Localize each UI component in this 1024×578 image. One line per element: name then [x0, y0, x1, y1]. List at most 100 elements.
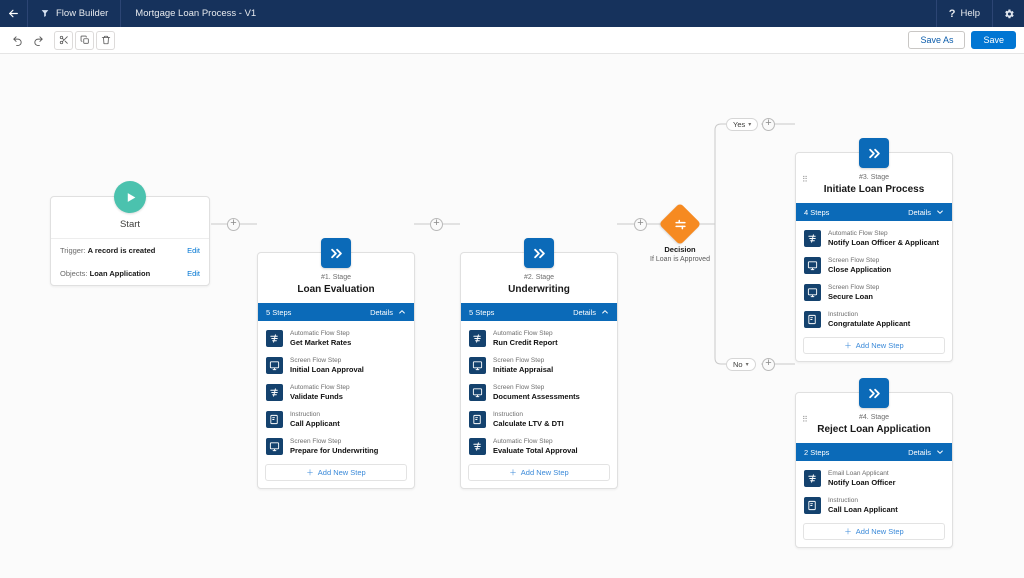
decision-icon[interactable]	[658, 202, 702, 246]
add-new-step-button[interactable]: ＋ Add New Step	[265, 464, 407, 481]
instruction-icon	[266, 411, 283, 428]
stage-3-header: #3. Stage Initiate Loan Process	[796, 153, 952, 203]
double-chevron-right-icon	[524, 238, 554, 268]
screen-flow-icon	[266, 438, 283, 455]
start-node[interactable]: Start Trigger: A record is created Edit …	[50, 181, 210, 286]
help-button[interactable]: ? Help	[935, 0, 992, 27]
automatic-flow-icon	[266, 384, 283, 401]
cut-icon	[59, 35, 68, 45]
help-label: Help	[960, 8, 980, 19]
settings-button[interactable]	[992, 0, 1024, 27]
chevron-down-icon	[937, 450, 943, 454]
step-type: Screen Flow Step	[493, 384, 545, 391]
stage-1-steps-count: 5 Steps	[266, 307, 292, 317]
copy-button[interactable]	[75, 30, 94, 50]
stage-2-steps-count: 5 Steps	[469, 307, 495, 317]
stage-card-2[interactable]: #2. Stage Underwriting 5 Steps Details A…	[460, 238, 618, 489]
add-new-step-button[interactable]: ＋ Add New Step	[803, 523, 945, 540]
start-row-trigger: Trigger: A record is created Edit	[51, 239, 209, 262]
step-name: Initiate Appraisal	[493, 365, 554, 374]
step-name: Validate Funds	[290, 392, 343, 401]
branch-label-no[interactable]: No ▾	[726, 357, 756, 371]
step-type: Instruction	[828, 497, 858, 504]
stage-3-steps-count: 4 Steps	[804, 207, 830, 217]
branch-label-yes-text: Yes	[733, 119, 746, 129]
question-mark-icon: ?	[948, 7, 956, 20]
global-header: Flow Builder Mortgage Loan Process - V1 …	[0, 0, 1024, 27]
stage-1-details-bar[interactable]: 5 Steps Details	[258, 303, 414, 321]
stage-card-3[interactable]: ⠿ #3. Stage Initiate Loan Process 4 Step…	[795, 138, 953, 362]
add-element-connector-2[interactable]: +	[430, 218, 443, 231]
save-as-button[interactable]: Save As	[908, 31, 966, 49]
drag-handle-icon[interactable]: ⠿	[802, 175, 808, 184]
stage-card-4[interactable]: ⠿ #4. Stage Reject Loan Application 2 St…	[795, 378, 953, 548]
instruction-icon	[804, 311, 821, 328]
toolbar-history-group	[8, 31, 48, 50]
stage-4-details-bar[interactable]: 2 Steps Details	[796, 443, 952, 461]
start-objects-edit-link[interactable]: Edit	[187, 269, 200, 278]
delete-button[interactable]	[96, 30, 115, 50]
back-button[interactable]	[0, 0, 28, 27]
add-element-connector-3[interactable]: +	[634, 218, 647, 231]
branch-label-yes[interactable]: Yes ▾	[726, 117, 759, 131]
stage-card-1[interactable]: #1. Stage Loan Evaluation 5 Steps Detail…	[257, 238, 415, 489]
app-launcher-flow-builder[interactable]: Flow Builder	[28, 0, 122, 27]
instruction-icon	[804, 497, 821, 514]
step-type: Automatic Flow Step	[493, 438, 553, 445]
add-element-connector-yes[interactable]: +	[762, 117, 775, 131]
instruction-icon	[469, 411, 486, 428]
redo-icon	[34, 35, 43, 46]
step-name: Calculate LTV & DTI	[493, 419, 564, 428]
play-icon	[114, 181, 146, 213]
save-button[interactable]: Save	[971, 31, 1016, 49]
start-objects-value: Loan Application	[89, 269, 151, 278]
undo-button[interactable]	[8, 31, 27, 50]
toolbar-clipboard-group	[54, 30, 115, 50]
drag-handle-icon[interactable]: ⠿	[802, 415, 808, 424]
redo-button[interactable]	[29, 31, 48, 50]
step-type: Automatic Flow Step	[290, 384, 350, 391]
flow-canvas[interactable]: + + + + + Yes ▾ No ▾ Start Trigger:	[0, 54, 1024, 578]
stage-4-steps-count: 2 Steps	[804, 447, 830, 457]
add-element-connector-1[interactable]: +	[227, 218, 240, 231]
step-name: Secure Loan	[828, 292, 874, 301]
stage-2-name: Underwriting	[508, 284, 570, 295]
stage-2-details-bar[interactable]: 5 Steps Details	[461, 303, 617, 321]
decision-title: Decision	[664, 245, 696, 254]
stage-3-details-bar[interactable]: 4 Steps Details	[796, 203, 952, 221]
decision-node[interactable]: Decision If Loan is Approved	[630, 202, 730, 263]
stage-1-details-label: Details	[370, 307, 393, 317]
add-element-connector-no[interactable]: +	[762, 357, 775, 371]
start-trigger-edit-link[interactable]: Edit	[187, 246, 200, 255]
screen-flow-icon	[804, 257, 821, 274]
add-new-step-label: Add New Step	[855, 527, 904, 536]
add-new-step-button[interactable]: ＋ Add New Step	[468, 464, 610, 481]
step-type: Screen Flow Step	[493, 357, 545, 364]
header-spacer	[270, 0, 936, 27]
stage-3-name: Initiate Loan Process	[823, 184, 925, 195]
step-name: Call Applicant	[290, 419, 340, 428]
screen-flow-icon	[266, 357, 283, 374]
cut-button[interactable]	[54, 30, 73, 50]
add-new-step-button[interactable]: ＋ Add New Step	[803, 337, 945, 354]
start-trigger-label: Trigger:	[60, 246, 86, 255]
double-chevron-right-icon	[859, 378, 889, 408]
start-card: Start Trigger: A record is created Edit …	[50, 181, 210, 286]
